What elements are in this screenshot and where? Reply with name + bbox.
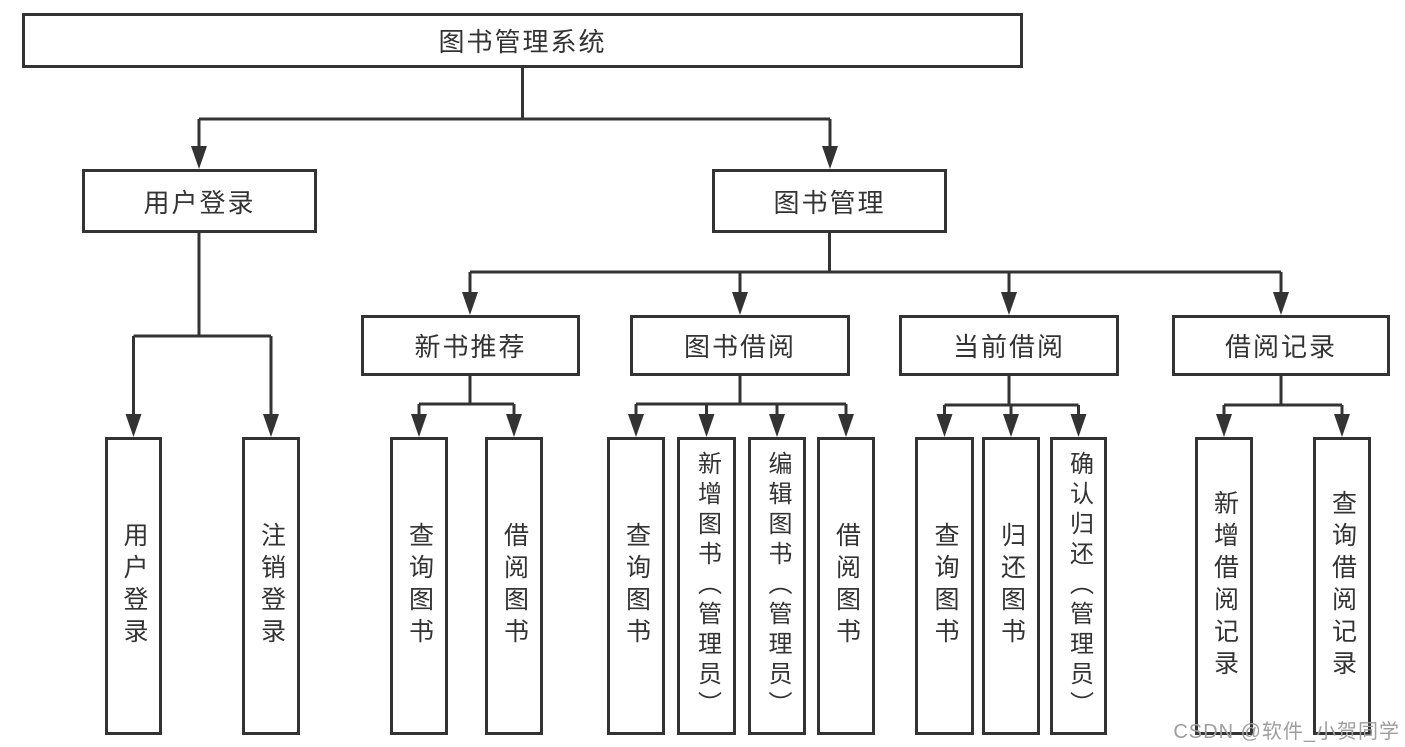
leaf-logout: 注销登录 [242,437,300,735]
leaf-borrow-books: 借阅图书 [817,437,875,735]
leaf-confirm-return-admin: 确认归还（管理员） [1050,437,1107,735]
leaf-user-login: 用户登录 [105,437,162,735]
node-root-label: 图书管理系统 [438,27,607,57]
leaf-query-borrow-record: 查询借阅记录 [1313,437,1371,735]
csdn-watermark: CSDN @软件_小贺同学 [1173,721,1400,743]
leaf-borrow-books-recommend: 借阅图书 [485,437,543,735]
leaf-add-book-admin: 新增图书（管理员） [677,437,736,735]
node-user-login: 用户登录 [82,169,317,233]
connector-book-borrow-branch [628,376,854,437]
connector-new-book-branch [411,376,522,437]
node-borrow-records-label: 借阅记录 [1224,332,1337,362]
connector-root-to-level2 [191,68,838,169]
node-book-borrow: 图书借阅 [630,315,850,376]
node-book-management: 图书管理 [712,169,947,233]
leaf-return-book: 归还图书 [982,437,1040,735]
leaf-query-books-borrow: 查询图书 [607,437,665,735]
node-current-borrow-label: 当前借阅 [952,332,1065,362]
leaf-add-borrow-record: 新增借阅记录 [1195,437,1253,735]
node-borrow-records: 借阅记录 [1172,315,1390,376]
connector-user-login-branch [125,233,279,437]
node-book-management-label: 图书管理 [773,187,886,218]
connector-book-management-branch [462,233,1289,315]
node-new-book-recommend-label: 新书推荐 [414,332,527,362]
node-book-borrow-label: 图书借阅 [683,332,796,362]
leaf-query-books-recommend: 查询图书 [390,437,448,735]
leaf-edit-book-admin: 编辑图书（管理员） [748,437,806,735]
node-current-borrow: 当前借阅 [899,315,1119,376]
node-user-login-label: 用户登录 [143,187,256,218]
connector-borrow-records-branch [1216,376,1350,437]
leaf-query-books-current: 查询图书 [915,437,974,735]
node-new-book-recommend: 新书推荐 [361,315,580,376]
node-root: 图书管理系统 [22,13,1023,68]
connector-current-borrow-branch [936,376,1087,437]
